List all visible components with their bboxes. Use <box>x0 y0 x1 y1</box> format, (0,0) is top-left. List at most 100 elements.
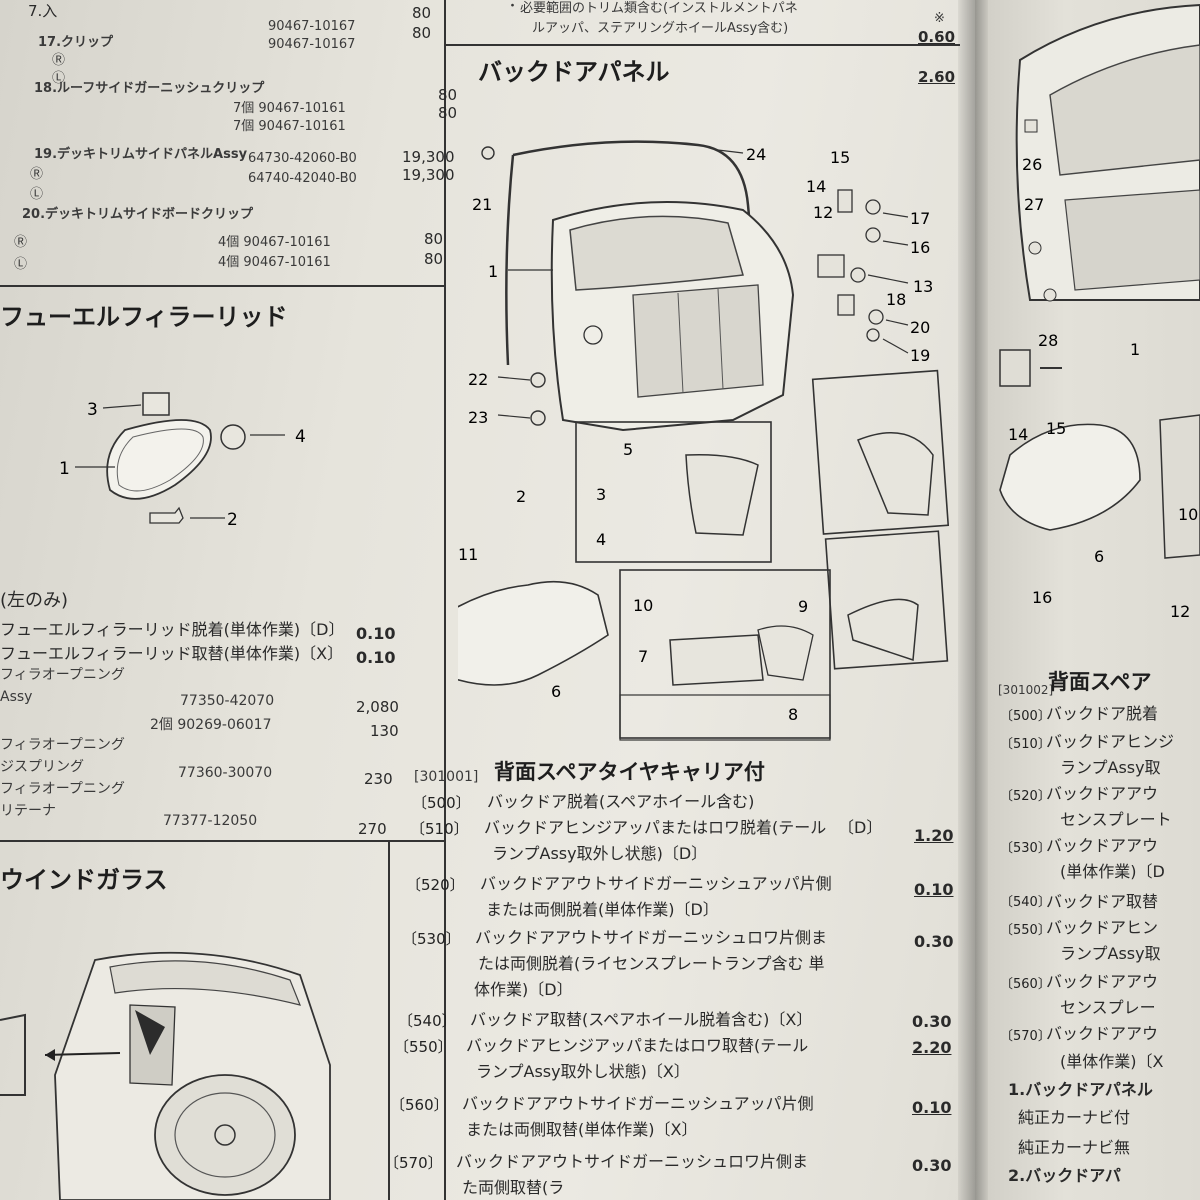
section-title-window: ウインドガラス <box>0 866 168 894</box>
part-name: 19.デッキトリムサイドパネルAssy <box>34 147 248 162</box>
backdoor-callout: 24 <box>746 145 766 164</box>
right-op-code: 〔550〕 <box>1000 923 1051 938</box>
side-mark-l: Ⓛ <box>14 257 28 272</box>
right-op-code: 〔500〕 <box>1000 709 1051 724</box>
section-title-backdoor: バックドアパネル <box>478 58 670 86</box>
backdoor-callout: 12 <box>813 203 833 222</box>
op-value: 0.10 <box>914 880 954 899</box>
backdoor-callout: 15 <box>830 148 850 167</box>
right-op-text: (単体作業)〔D <box>1060 862 1165 881</box>
fuel-part-price: 2,080 <box>356 698 399 716</box>
right-op-code: 〔540〕 <box>1000 895 1051 910</box>
part-name: 18.ルーフサイドガーニッシュクリップ <box>34 81 265 96</box>
op-value: 2.20 <box>912 1038 952 1057</box>
right-callout: 1 <box>1130 340 1140 359</box>
right-op-text: バックドアヒンジ <box>1046 732 1175 751</box>
op-value: 0.30 <box>912 1156 952 1175</box>
op-text: バックドアヒンジアッパまたはロワ取替(テール <box>466 1036 809 1055</box>
note-mark: ※ <box>934 11 945 26</box>
fuel-lid-diagram: 3 4 1 2 <box>59 392 306 530</box>
op-text: バックドア脱着(スペアホイール含む) <box>487 792 755 811</box>
op-value: 0.10 <box>912 1098 952 1117</box>
part-price: 19,300 <box>402 166 455 184</box>
right-op-text: ランプAssy取 <box>1060 944 1161 963</box>
fuel-op-text: フューエルフィラーリッド取替(単体作業)〔X〕 <box>0 644 344 663</box>
page-gutter-shadow <box>958 0 988 1200</box>
fuel-part-name: フィラオープニング <box>0 781 125 797</box>
side-mark-l: Ⓛ <box>30 187 44 202</box>
backdoor-exploded-diagram: 1 2 3 4 5 6 7 8 9 10 11 12 13 14 15 16 1… <box>458 140 950 741</box>
column-divider <box>444 0 446 1200</box>
right-callout: 12 <box>1170 602 1190 620</box>
side-mark-r: Ⓡ <box>52 53 66 68</box>
op-code: 〔530〕 <box>402 930 461 948</box>
right-callout: 26 <box>1022 155 1042 174</box>
backdoor-callout: 6 <box>551 682 561 701</box>
op-code: 〔520〕 <box>406 876 465 894</box>
right-op-text: バックドアアウ <box>1046 1024 1159 1043</box>
right-part-name: 1.バックドアパネル <box>1008 1080 1153 1099</box>
op-text: バックドアアウトサイドガーニッシュアッパ片側 <box>480 874 832 893</box>
op-text-cont: たは両側脱着(ライセンスプレートランプ含む 単 <box>478 954 825 973</box>
op-text: バックドアヒンジアッパまたはロワ脱着(テール <box>484 818 827 837</box>
fuel-part-code: 2個 90269-06017 <box>150 717 272 733</box>
part-code: 7個 90467-10161 <box>233 101 346 116</box>
fuel-part-price: 230 <box>364 770 393 788</box>
right-op-code: 〔560〕 <box>1000 977 1051 992</box>
backdoor-callout: 11 <box>458 545 478 564</box>
window-box-edge <box>388 842 390 1200</box>
section-rule-left-1 <box>0 285 446 287</box>
op-text-cont: た両側取替(ラ <box>462 1178 565 1197</box>
part-code: 4個 90467-10161 <box>218 255 331 270</box>
note-value: 0.60 <box>918 28 956 46</box>
backdoor-callout: 4 <box>596 530 606 549</box>
right-callout: 6 <box>1094 547 1104 566</box>
part-price: 19,300 <box>402 148 455 166</box>
note-line: 必要範囲のトリム類含む(インストルメントパネ <box>520 1 798 16</box>
part-price: 80 <box>438 86 458 104</box>
note-line: ルアッパ、ステアリングホイールAssy含む) <box>532 21 789 36</box>
fuel-callout: 4 <box>295 427 306 447</box>
backdoor-callout: 7 <box>638 647 648 666</box>
op-code: 〔560〕 <box>390 1096 449 1114</box>
right-callout: 15 <box>1046 419 1066 438</box>
right-op-code: 〔510〕 <box>1000 737 1051 752</box>
right-op-code: 〔520〕 <box>1000 789 1051 804</box>
backdoor-callout: 9 <box>798 597 808 616</box>
backdoor-callout: 16 <box>910 238 930 257</box>
fuel-part-code: 77350-42070 <box>180 693 275 709</box>
section-title-fuel-lid: フューエルフィラーリッド <box>0 303 288 331</box>
part-price: 80 <box>412 4 432 22</box>
backdoor-callout: 5 <box>623 440 633 459</box>
fuel-part-name: フィラオープニング <box>0 667 125 683</box>
fuel-callout: 3 <box>87 400 98 420</box>
fuel-op-value: 0.10 <box>356 648 396 667</box>
right-part-name: 純正カーナビ無 <box>1018 1138 1131 1157</box>
part-code: 64730-42060-B0 <box>248 151 357 166</box>
right-section-heading: 背面スペア <box>1048 670 1152 694</box>
part-price: 80 <box>424 230 444 248</box>
op-value: 0.30 <box>914 932 954 951</box>
backdoor-callout: 8 <box>788 705 798 724</box>
op-code: 〔510〕 <box>410 820 469 838</box>
fuel-op-value: 0.10 <box>356 624 396 643</box>
right-op-text: バックドアアウ <box>1046 972 1159 991</box>
part-name: 20.デッキトリムサイドボードクリップ <box>22 207 254 222</box>
fuel-callout: 2 <box>227 510 238 530</box>
part-code: 64740-42040-B0 <box>248 171 357 186</box>
fuel-part-price: 130 <box>370 722 399 740</box>
right-callout: 27 <box>1024 195 1044 214</box>
right-op-text: バックドアアウ <box>1046 784 1159 803</box>
fuel-part-code: 77377-12050 <box>163 813 258 829</box>
section-rule-middle <box>444 44 960 46</box>
op-text: バックドア取替(スペアホイール脱着含む)〔X〕 <box>470 1010 813 1029</box>
note-value: 2.60 <box>918 68 956 86</box>
fuel-part-name: フィラオープニング <box>0 737 125 753</box>
backdoor-callout: 10 <box>633 596 653 615</box>
backdoor-callout: 1 <box>488 262 498 281</box>
part-price: 80 <box>412 24 432 42</box>
right-callout: 16 <box>1032 588 1052 607</box>
op-code: 〔540〕 <box>398 1012 457 1030</box>
right-op-text: センスプレー <box>1060 998 1156 1017</box>
